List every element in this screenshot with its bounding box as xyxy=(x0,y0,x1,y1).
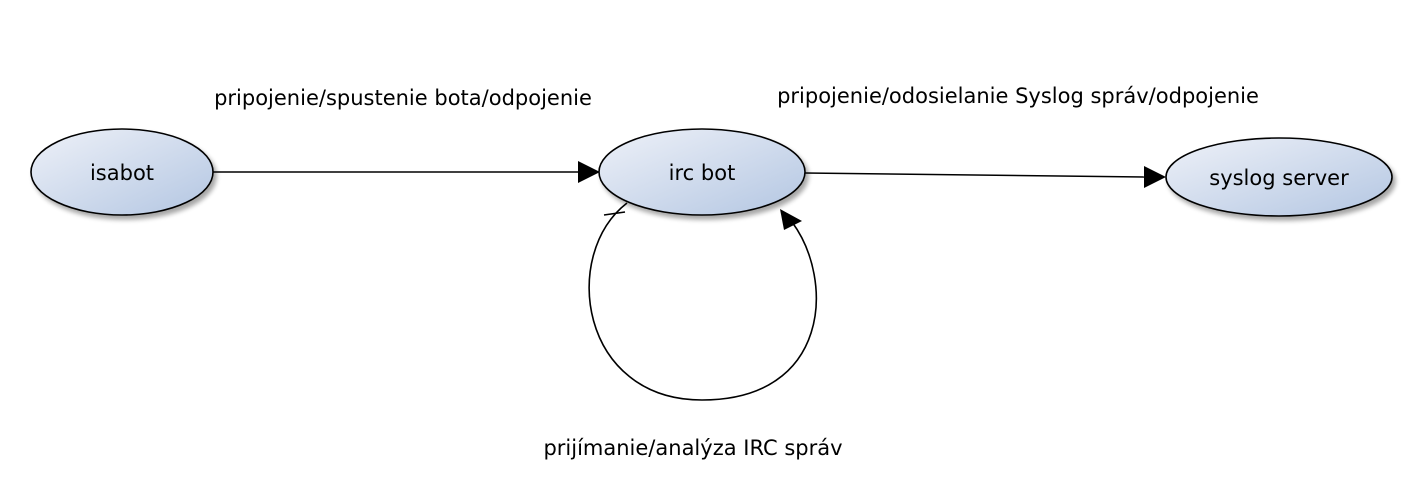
node-ellipse xyxy=(30,128,214,216)
node-syslog-server: syslog server xyxy=(1165,137,1393,217)
edge-isabot-to-irc-bot xyxy=(213,161,600,183)
loop-tail-tick xyxy=(603,211,626,216)
edge-label-irc-bot-to-syslog-server: pripojenie/odosielanie Syslog správ/odpo… xyxy=(777,84,1259,108)
arrowhead-icon xyxy=(1144,166,1166,188)
edge-irc-bot-to-syslog-server xyxy=(804,166,1166,188)
self-loop-curve xyxy=(588,202,818,401)
arrowhead-icon xyxy=(578,161,600,183)
node-ellipse xyxy=(1165,137,1393,217)
node-isabot: isabot xyxy=(30,128,214,216)
edge-line xyxy=(804,172,1145,178)
node-ellipse xyxy=(598,128,806,216)
node-label-irc-bot: irc bot xyxy=(669,161,736,185)
arrowhead-icon xyxy=(780,209,802,230)
node-label-syslog-server: syslog server xyxy=(1209,166,1349,190)
node-irc-bot: irc bot xyxy=(598,128,806,216)
edge-label-isabot-to-irc-bot: pripojenie/spustenie bota/odpojenie xyxy=(214,86,592,110)
edge-irc-bot-self-loop xyxy=(588,202,818,401)
node-label-isabot: isabot xyxy=(90,161,154,185)
edge-label-irc-bot-self-loop: prijímanie/analýza IRC správ xyxy=(543,436,842,460)
